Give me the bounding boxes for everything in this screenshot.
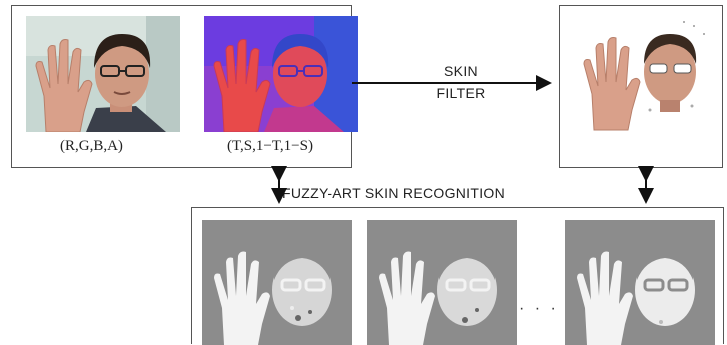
rgb-photo [26, 16, 180, 132]
skin-filter-label: SKIN FILTER [421, 60, 501, 104]
ellipsis: · · · · [519, 300, 575, 317]
fuzzy-art-panel: · · · · [191, 207, 724, 345]
fuzzy-art-title: FUZZY-ART SKIN RECOGNITION [282, 185, 506, 201]
skin-filter-line1: SKIN [444, 63, 478, 79]
fuzzy-result-thumbnail [202, 220, 352, 345]
skin-filtered-photo [574, 14, 714, 132]
rgb-formula: (R,G,B,A) [60, 138, 123, 154]
skin-filter-line2: FILTER [436, 85, 486, 101]
tsl-photo [204, 16, 358, 132]
fuzzy-result-thumbnail [367, 220, 517, 345]
fuzzy-result-thumbnail [565, 220, 715, 345]
tsl-formula: (T,S,1−T,1−S) [227, 138, 313, 154]
output-panel [559, 5, 723, 168]
input-panel: (R,G,B,A) (T,S,1−T,1−S) [11, 5, 358, 168]
